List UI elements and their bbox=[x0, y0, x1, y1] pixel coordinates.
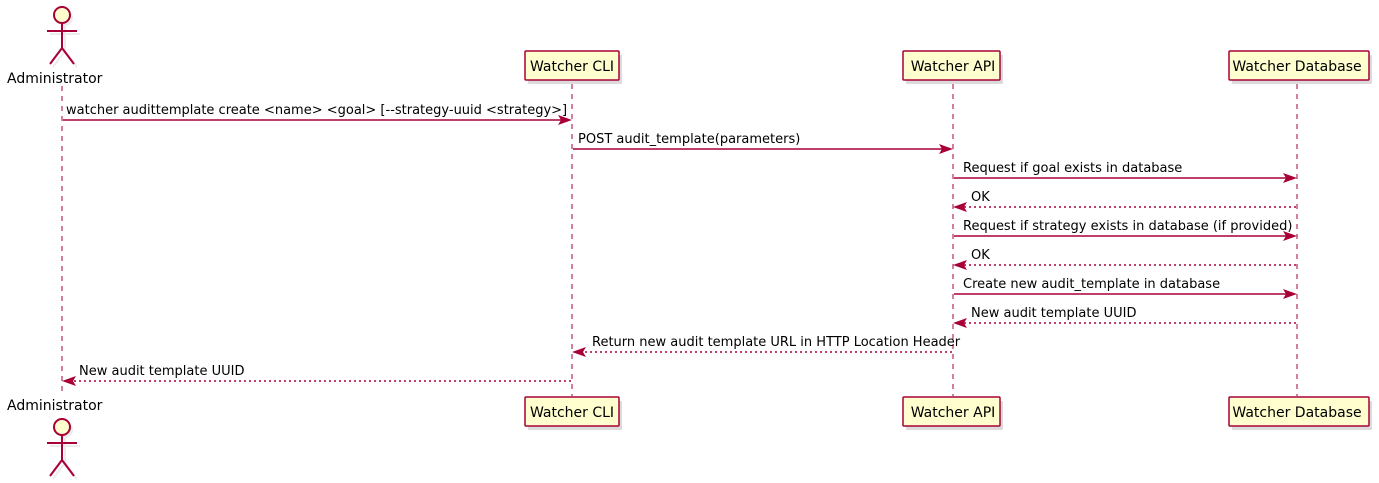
actor-head-icon-bottom bbox=[53, 418, 71, 436]
message-9-label: Return new audit template URL in HTTP Lo… bbox=[592, 335, 961, 350]
message-6-label: OK bbox=[971, 248, 990, 263]
actor-administrator-top[interactable]: Administrator bbox=[7, 6, 103, 87]
participant-rect bbox=[1228, 396, 1370, 427]
participant-rect bbox=[902, 396, 1001, 427]
message-10-arrowhead-left bbox=[62, 376, 76, 386]
participant-label-watcher-cli-bottom: Watcher CLI bbox=[530, 405, 614, 421]
message-7-arrowhead-right bbox=[1283, 289, 1297, 299]
participant-box-watcher-database-top[interactable]: Watcher Database bbox=[1228, 50, 1372, 84]
message-6[interactable]: OK bbox=[953, 248, 1296, 270]
participant-rect bbox=[902, 50, 1001, 81]
message-2[interactable]: POST audit_template(parameters) bbox=[573, 132, 953, 154]
actor-leg-right-icon-bottom bbox=[61, 459, 75, 477]
message-8-label: New audit template UUID bbox=[971, 306, 1136, 321]
participant-label-watcher-database-top: Watcher Database bbox=[1232, 59, 1361, 75]
message-4-arrowhead-left bbox=[953, 202, 967, 212]
message-5-label: Request if strategy exists in database (… bbox=[963, 219, 1292, 234]
message-9-arrowhead-left bbox=[572, 347, 586, 357]
actor-head-icon bbox=[53, 6, 71, 24]
message-7-label: Create new audit_template in database bbox=[963, 277, 1220, 292]
actor-administrator-bottom[interactable]: Administrator bbox=[7, 398, 103, 480]
actor-leg-left-icon-bottom bbox=[49, 459, 63, 477]
actor-leg-right-icon bbox=[61, 47, 75, 65]
participant-label-watcher-database-bottom: Watcher Database bbox=[1232, 405, 1361, 421]
message-10[interactable]: New audit template UUID bbox=[62, 364, 571, 386]
message-9[interactable]: Return new audit template URL in HTTP Lo… bbox=[572, 335, 961, 357]
participant-label-watcher-api-bottom: Watcher API bbox=[911, 405, 996, 421]
message-6-arrowhead-left bbox=[953, 260, 967, 270]
message-3[interactable]: Request if goal exists in database bbox=[954, 161, 1297, 183]
message-2-arrowhead-right bbox=[939, 144, 953, 154]
participant-rect bbox=[524, 396, 620, 427]
participant-label-watcher-api-top: Watcher API bbox=[911, 59, 996, 75]
actor-label-administrator-bottom: Administrator bbox=[7, 398, 103, 414]
participant-box-watcher-api-bottom[interactable]: Watcher API bbox=[902, 396, 1003, 430]
message-1-label: watcher audittemplate create <name> <goa… bbox=[66, 103, 567, 118]
message-8[interactable]: New audit template UUID bbox=[953, 306, 1296, 328]
participant-box-watcher-database-bottom[interactable]: Watcher Database bbox=[1228, 396, 1372, 430]
participant-box-watcher-cli-bottom[interactable]: Watcher CLI bbox=[524, 396, 622, 430]
message-8-arrowhead-left bbox=[953, 318, 967, 328]
participant-box-watcher-cli-top[interactable]: Watcher CLI bbox=[524, 50, 622, 84]
participant-rect bbox=[1228, 50, 1370, 81]
participant-rect bbox=[524, 50, 620, 81]
message-3-label: Request if goal exists in database bbox=[963, 161, 1182, 176]
message-1[interactable]: watcher audittemplate create <name> <goa… bbox=[63, 103, 572, 125]
message-5-arrowhead-right bbox=[1283, 231, 1297, 241]
actor-label-administrator-top: Administrator bbox=[7, 71, 103, 87]
actor-leg-left-icon bbox=[49, 47, 63, 65]
message-1-arrowhead-right bbox=[558, 115, 572, 125]
lifelines bbox=[61, 84, 1298, 396]
participant-box-watcher-api-top[interactable]: Watcher API bbox=[902, 50, 1003, 84]
message-7[interactable]: Create new audit_template in database bbox=[954, 277, 1297, 299]
message-2-label: POST audit_template(parameters) bbox=[578, 132, 800, 147]
message-5[interactable]: Request if strategy exists in database (… bbox=[954, 219, 1297, 241]
message-10-label: New audit template UUID bbox=[79, 364, 244, 379]
message-3-arrowhead-right bbox=[1283, 173, 1297, 183]
participant-label-watcher-cli-top: Watcher CLI bbox=[530, 59, 614, 75]
message-4-label: OK bbox=[971, 190, 990, 205]
message-4[interactable]: OK bbox=[953, 190, 1296, 212]
